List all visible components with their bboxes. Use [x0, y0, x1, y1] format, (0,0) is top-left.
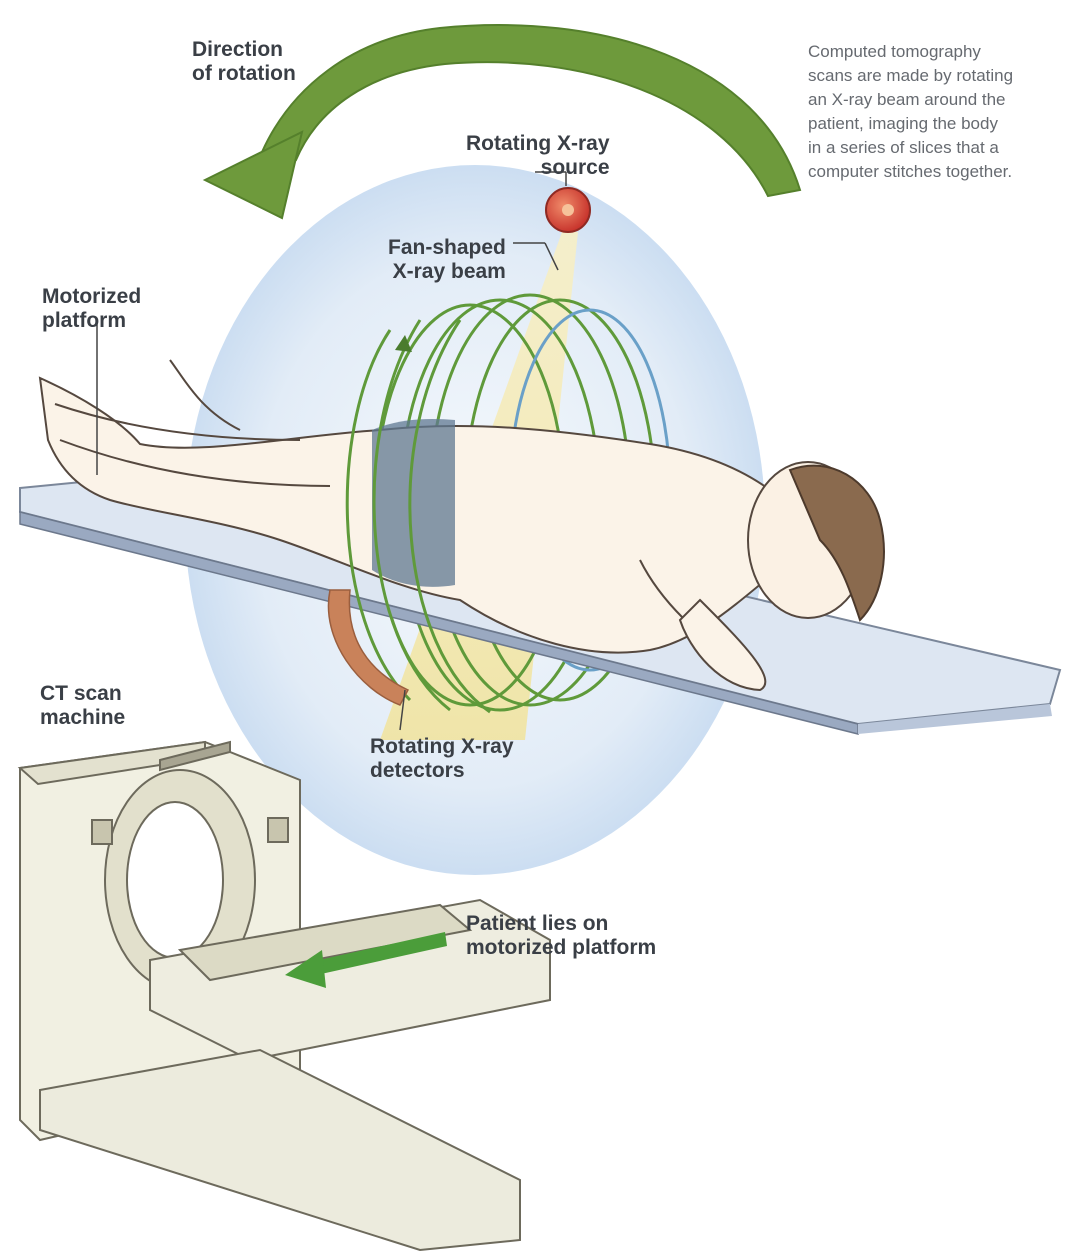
beam-label: Fan-shaped X-ray beam — [388, 236, 506, 284]
patient-label: Patient lies on motorized platform — [466, 912, 656, 960]
detectors-label-line-1: Rotating X-ray — [370, 735, 514, 759]
description-line-3: an X-ray beam around the — [808, 88, 1080, 112]
machine-label-line-2: machine — [40, 706, 125, 730]
description-line-2: scans are made by rotating — [808, 64, 1080, 88]
description-text: Computed tomography scans are made by ro… — [808, 40, 1080, 184]
rotation-label: Direction of rotation — [192, 38, 296, 86]
source-label-line-2: source — [466, 156, 610, 180]
beam-label-line-2: X-ray beam — [388, 260, 506, 284]
description-line-1: Computed tomography — [808, 40, 1080, 64]
machine-label: CT scan machine — [40, 682, 125, 730]
patient-label-line-2: motorized platform — [466, 936, 656, 960]
description-line-6: computer stitches together. — [808, 160, 1080, 184]
source-label: Rotating X-ray source — [466, 132, 610, 180]
beam-label-line-1: Fan-shaped — [388, 236, 506, 260]
detectors-label-line-2: detectors — [370, 759, 514, 783]
rotation-label-line-2: of rotation — [192, 62, 296, 86]
rotation-label-line-1: Direction — [192, 38, 296, 62]
description-line-4: patient, imaging the body — [808, 112, 1080, 136]
machine-label-line-1: CT scan — [40, 682, 125, 706]
detectors-label: Rotating X-ray detectors — [370, 735, 514, 783]
platform-label-line-1: Motorized — [42, 285, 141, 309]
source-label-line-1: Rotating X-ray — [466, 132, 610, 156]
platform-label-line-2: platform — [42, 309, 141, 333]
description-line-5: in a series of slices that a — [808, 136, 1080, 160]
platform-label: Motorized platform — [42, 285, 141, 333]
patient-label-line-1: Patient lies on — [466, 912, 656, 936]
